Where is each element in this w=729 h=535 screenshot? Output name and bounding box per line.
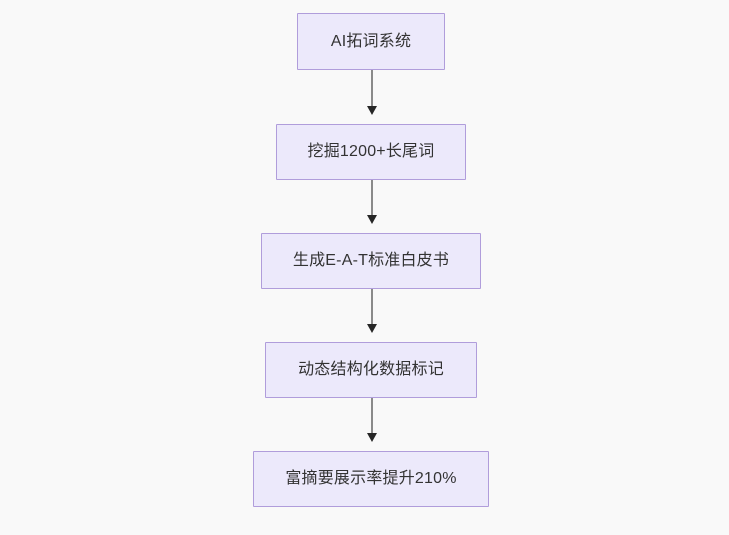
flow-node-mine-longtail-keywords[interactable]: 挖掘1200+长尾词 <box>276 124 466 180</box>
edge-line <box>371 398 373 434</box>
flow-node-label: 富摘要展示率提升210% <box>285 470 457 488</box>
arrowhead-icon <box>367 324 377 333</box>
flow-node-dynamic-structured-data-markup[interactable]: 动态结构化数据标记 <box>265 342 477 398</box>
arrowhead-icon <box>367 433 377 442</box>
flow-node-label: 挖掘1200+长尾词 <box>307 143 435 161</box>
flow-node-label: 生成E-A-T标准白皮书 <box>292 252 450 270</box>
flow-node-generate-eat-whitepaper[interactable]: 生成E-A-T标准白皮书 <box>261 233 481 289</box>
flow-node-rich-snippet-rate-increase[interactable]: 富摘要展示率提升210% <box>253 451 489 507</box>
flow-node-label: 动态结构化数据标记 <box>298 361 444 379</box>
arrowhead-icon <box>367 215 377 224</box>
edge-line <box>371 70 373 107</box>
edge-line <box>371 180 373 216</box>
flow-node-label: AI拓词系统 <box>330 32 412 50</box>
edge-line <box>371 289 373 325</box>
arrowhead-icon <box>367 106 377 115</box>
flow-node-ai-keyword-system[interactable]: AI拓词系统 <box>297 13 445 70</box>
